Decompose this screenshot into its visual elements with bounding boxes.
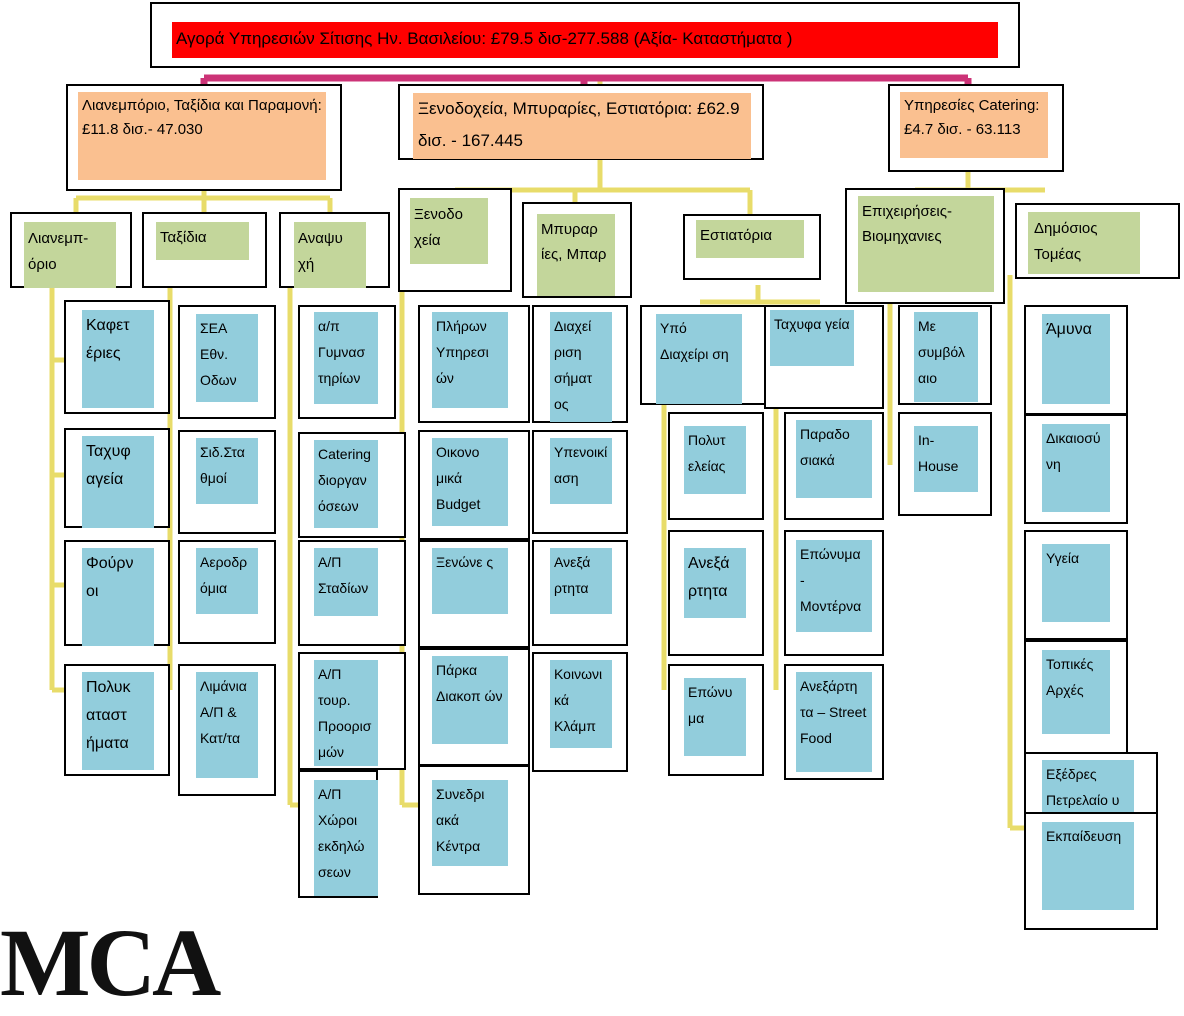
leaf-label-pubs-2: Υπενοικί αση — [550, 438, 612, 504]
sector-label-hotels: Ξενοδοχεία, Μπυραρίες, Εστιατόρια: £62.9… — [413, 93, 751, 159]
leaf-label-restaurants-b-4: Ανεξάρτη τα – Street Food — [796, 672, 872, 772]
leaf-label-leisure-3: Α/Π Σταδίων — [314, 548, 378, 616]
leaf-label-retail-2: Ταχυφ αγεία — [82, 436, 154, 528]
leaf-label-restaurants-b-1: Ταχυφα γεία — [770, 310, 854, 366]
leaf-label-retail-3: Φούρν οι — [82, 548, 154, 646]
leaf-label-public-2: Δικαιοσύ νη — [1042, 424, 1110, 512]
category-label-pubs: Μπυραρ ίες, Μπαρ — [537, 214, 615, 296]
leaf-label-restaurants-a-3: Ανεξά ρτητα — [684, 548, 746, 618]
leaf-label-retail-4: Πολυκ αταστ ήματα — [82, 672, 154, 770]
leaf-label-hotels-1: Πλήρων Υπηρεσι ών — [432, 312, 508, 408]
leaf-label-retail-1: Καφετ έριες — [82, 310, 154, 408]
category-label-restaurants: Εστιατόρια — [696, 220, 804, 258]
category-label-business: Επιχειρήσεις-Βιομηχανιες — [858, 196, 994, 292]
category-label-public: Δημόσιος Τομέας — [1028, 212, 1140, 274]
leaf-label-leisure-5: Α/Π Χώροι εκδηλώ σεων — [314, 780, 378, 896]
sector-label-retail: Λιανεμπόριο, Ταξίδια και Παραμονή: £11.8… — [78, 92, 326, 180]
leaf-label-pubs-4: Κοινωνι κά Κλάμπ — [550, 660, 612, 748]
leaf-label-hotels-4: Πάρκα Διακοπ ών — [432, 656, 508, 744]
leaf-label-restaurants-a-2: Πολυτ ελείας — [684, 426, 746, 494]
leaf-label-pubs-3: Ανεξά ρτητα — [550, 548, 612, 614]
leaf-label-travel-3: Αεροδρ όμια — [196, 548, 258, 614]
category-label-leisure: Αναψυ χή — [294, 222, 366, 288]
leaf-label-public-3: Υγεία — [1042, 544, 1110, 622]
leaf-label-public-1: Άμυνα — [1042, 314, 1110, 404]
leaf-label-public-4: Τοπικές Αρχές — [1042, 650, 1110, 734]
leaf-label-hotels-2: Οικονο μικά Budget — [432, 438, 508, 526]
leaf-label-travel-2: Σιδ.Στα θμοί — [196, 438, 258, 504]
leaf-label-public-6: Εκπαίδευση — [1042, 822, 1134, 910]
category-label-travel: Ταξίδια — [156, 222, 249, 260]
leaf-label-leisure-4: Α/Π τουρ. Προορισ μών — [314, 660, 378, 766]
leaf-label-restaurants-b-2: Παραδο σιακά — [796, 420, 872, 498]
leaf-label-restaurants-a-4: Επώνυ μα — [684, 678, 746, 756]
category-label-hotels: Ξενοδο χεία — [410, 198, 488, 264]
leaf-label-hotels-5: Συνεδρι ακά Κέντρα — [432, 780, 508, 866]
category-label-retail-sales: Λιανεμπ-όριο — [24, 222, 116, 288]
leaf-label-pubs-1: Διαχεί ριση σήματ ος — [550, 312, 612, 422]
leaf-label-business-1: Με συμβόλ αιο — [914, 312, 978, 402]
mca-logo: MCA — [0, 909, 221, 1016]
leaf-label-restaurants-a-1: Υπό Διαχείρι ση — [656, 314, 742, 404]
leaf-label-leisure-1: α/π Γυμνασ τηρίων — [314, 312, 378, 404]
leaf-label-business-2: In-House — [914, 426, 978, 492]
leaf-label-travel-1: ΣΕΑ Εθν. Οδων — [196, 314, 258, 402]
leaf-label-leisure-2: Catering διοργαν όσεων — [314, 440, 378, 528]
sector-label-catering: Υπηρεσίες Catering: £4.7 δισ. - 63.113 — [900, 92, 1048, 158]
leaf-label-hotels-3: Ξενώνε ς — [432, 548, 508, 614]
leaf-label-travel-4: Λιμάνια Α/Π & Κατ/τα — [196, 672, 258, 778]
leaf-label-restaurants-b-3: Επώνυμα - Μοντέρνα — [796, 540, 872, 632]
root-label: Αγορά Υπηρεσιών Σίτισης Ην. Βασιλείου: £… — [172, 22, 998, 58]
